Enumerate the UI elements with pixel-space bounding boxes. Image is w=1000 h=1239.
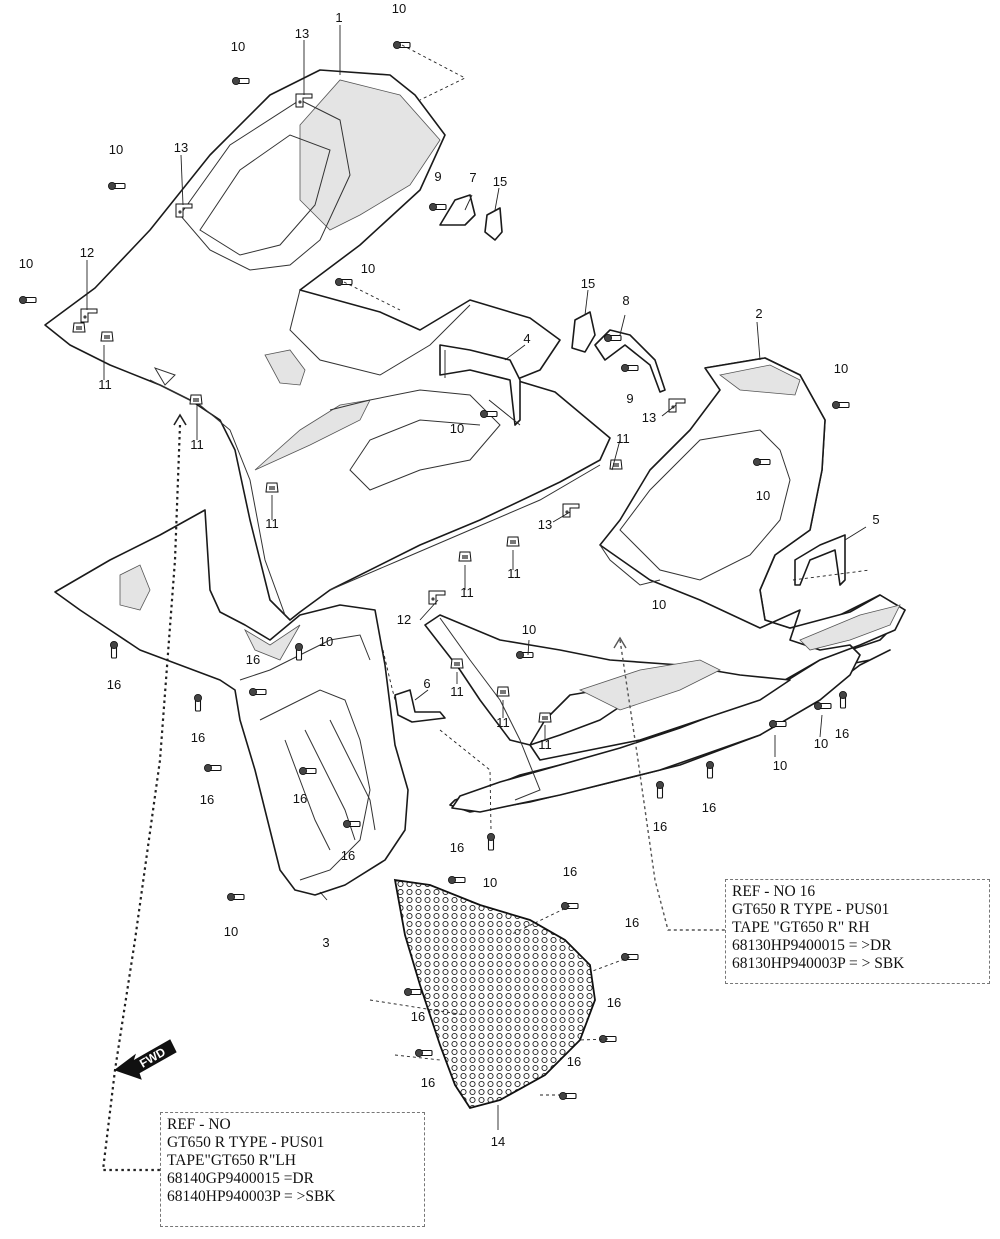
callout-10-center-upper: 10	[361, 261, 375, 276]
note-lh-line1: REF - NO	[167, 1116, 231, 1133]
callout-10-right-bottom-b: 10	[773, 758, 787, 773]
callout-10-center-lower: 10	[319, 634, 333, 649]
note-lh-tape: REF - NO GT650 R TYPE - PUS01 TAPE"GT650…	[160, 1112, 425, 1227]
callout-11-g: 11	[450, 684, 464, 699]
note-rh-line3: TAPE "GT650 R" RH	[732, 919, 870, 936]
callout-11-f: 11	[616, 431, 630, 446]
part-6-stay	[394, 689, 446, 723]
callout-16-p: 16	[567, 1054, 581, 1069]
callout-11-d: 11	[460, 585, 474, 600]
callout-15-mid: 15	[581, 276, 595, 291]
reference-lines	[101, 413, 725, 1172]
part-15-clip-upper	[484, 207, 503, 241]
callout-16-h: 16	[702, 800, 716, 815]
note-lh-line3: TAPE"GT650 R"LH	[167, 1152, 296, 1169]
callout-6: 6	[423, 676, 430, 691]
callout-10-left-bottom: 10	[224, 924, 238, 939]
callout-13-top: 13	[295, 26, 309, 41]
fwd-arrow: FWD	[113, 1039, 177, 1080]
part-2-right-fairing-rh	[449, 357, 906, 813]
part-7-stay	[439, 194, 476, 226]
note-rh-line4: 68130HP9400015 = >DR	[732, 937, 892, 954]
callout-13-mid: 13	[642, 410, 656, 425]
callout-11-b: 11	[190, 437, 204, 452]
callout-16-m: 16	[411, 1009, 425, 1024]
note-lh-line2: GT650 R TYPE - PUS01	[167, 1134, 325, 1151]
callout-16-n: 16	[607, 995, 621, 1010]
callout-10-far-left: 10	[19, 256, 33, 271]
callout-11-i: 11	[538, 737, 552, 752]
callout-9-upper: 9	[434, 169, 441, 184]
callout-16-l: 16	[625, 915, 639, 930]
callout-13-center: 13	[538, 517, 552, 532]
note-lh-line4: 68140GP9400015 =DR	[167, 1170, 314, 1187]
leader-lines	[86, 25, 871, 1130]
note-rh-tape: REF - NO 16 GT650 R TYPE - PUS01 TAPE "G…	[725, 879, 990, 984]
callout-10-center: 10	[450, 421, 464, 436]
part-lower-center-cowl	[424, 614, 791, 801]
callout-12-center: 12	[397, 612, 411, 627]
callout-4: 4	[523, 331, 530, 346]
callout-10-upper-left: 10	[231, 39, 245, 54]
callout-16-k: 16	[563, 864, 577, 879]
callout-14: 14	[491, 1134, 505, 1149]
callout-10-center-bottom: 10	[483, 875, 497, 890]
callout-16-c: 16	[246, 652, 260, 667]
callout-16-o: 16	[421, 1075, 435, 1090]
note-rh-line5: 68130HP940003P = > SBK	[732, 955, 905, 972]
callout-13-upper-left: 13	[174, 140, 188, 155]
callout-10-mid-cowl: 10	[522, 622, 536, 637]
bracket-13-mid	[668, 398, 686, 413]
callout-10-right-mid: 10	[756, 488, 770, 503]
callout-16-d: 16	[200, 792, 214, 807]
callout-11-a: 11	[98, 377, 112, 392]
part-5-bracket	[794, 534, 846, 586]
part-14-mesh-grille	[393, 878, 596, 1110]
callout-10-right-bottom-a: 10	[814, 736, 828, 751]
callout-16-b: 16	[191, 730, 205, 745]
callout-10-left: 10	[109, 142, 123, 157]
callout-7: 7	[469, 170, 476, 185]
note-lh-line5: 68140HP940003P = >SBK	[167, 1188, 336, 1205]
callout-16-e: 16	[293, 791, 307, 806]
callout-3: 3	[322, 935, 329, 950]
callout-10-top: 10	[392, 1, 406, 16]
bracket-12-center	[428, 590, 446, 605]
callout-11-c: 11	[265, 516, 279, 531]
callout-2: 2	[755, 306, 762, 321]
note-rh-line2: GT650 R TYPE - PUS01	[732, 901, 890, 918]
note-rh-line1: REF - NO 16	[732, 883, 816, 900]
callout-8: 8	[622, 293, 629, 308]
part-15-clip-mid	[571, 311, 596, 353]
callout-1: 1	[335, 10, 342, 25]
callout-16-j: 16	[450, 840, 464, 855]
callout-numbers: 1 2 3 4 5 6 7 8 9 9 10 10 10 10 10 10 10…	[19, 1, 880, 1149]
part-3-lower-cowl-lh	[54, 509, 409, 896]
callout-11-e: 11	[507, 566, 521, 581]
callout-10-right-lower: 10	[652, 597, 666, 612]
callout-16-f: 16	[341, 848, 355, 863]
callout-10-right-upper: 10	[834, 361, 848, 376]
callout-12-left: 12	[80, 245, 94, 260]
callout-16-g: 16	[835, 726, 849, 741]
callout-15-upper: 15	[493, 174, 507, 189]
callout-9-mid: 9	[626, 391, 633, 406]
callout-11-h: 11	[496, 715, 510, 730]
callout-16-a: 16	[107, 677, 121, 692]
callout-16-i: 16	[653, 819, 667, 834]
part-8-stay	[594, 329, 666, 393]
callout-5: 5	[872, 512, 879, 527]
